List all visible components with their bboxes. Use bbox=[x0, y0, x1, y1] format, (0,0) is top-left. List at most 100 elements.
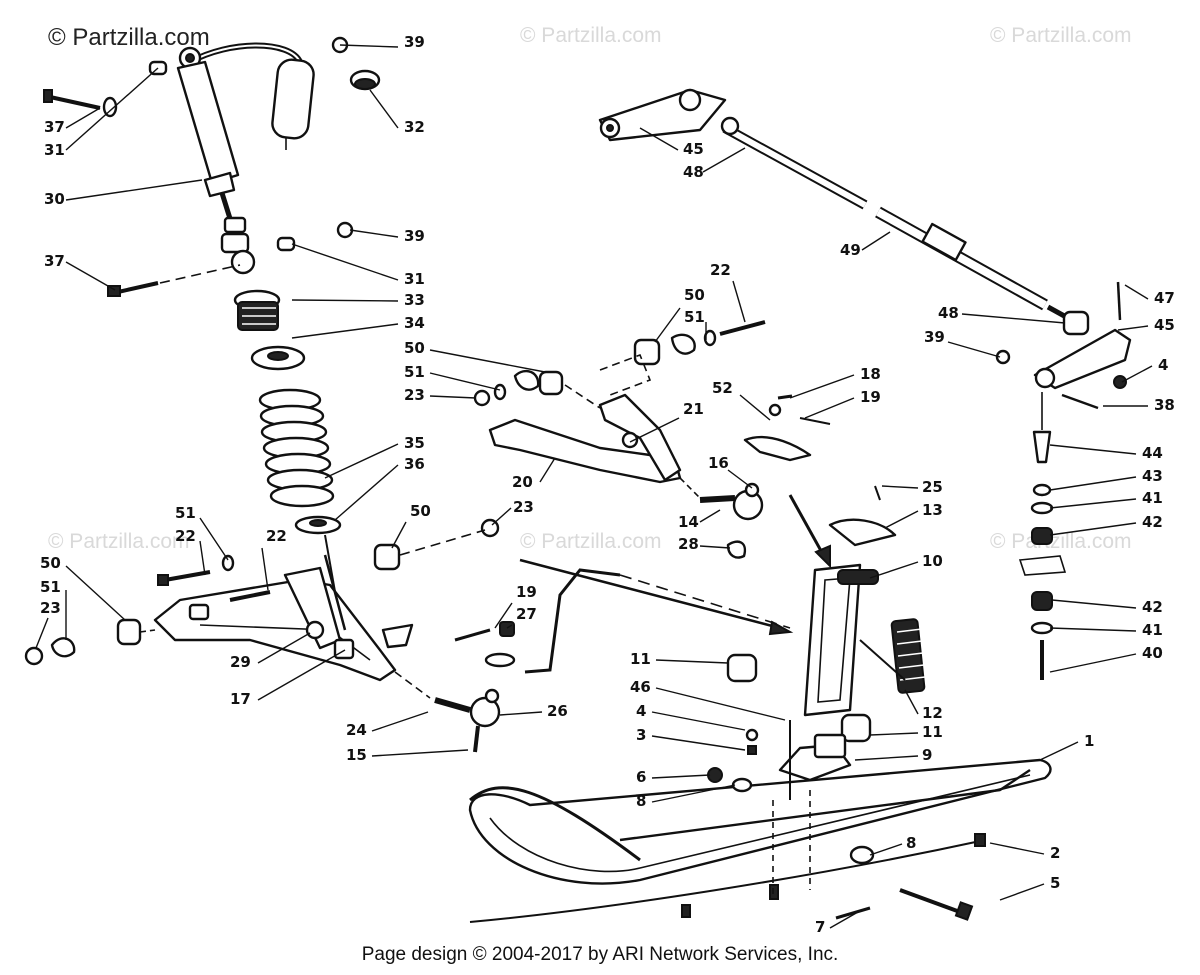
part-number-label: 32 bbox=[404, 118, 425, 136]
callout-49: 49 bbox=[840, 231, 891, 259]
leader-line bbox=[854, 755, 919, 761]
part-number-label: 25 bbox=[922, 478, 943, 496]
leader-line bbox=[261, 547, 269, 591]
leader-line bbox=[702, 147, 746, 173]
callout-8: 8 bbox=[636, 784, 736, 810]
part-number-label: 29 bbox=[230, 653, 251, 671]
part-number-label: 23 bbox=[513, 498, 534, 516]
callout-20: 20 bbox=[512, 457, 556, 491]
part-number-label: 17 bbox=[230, 690, 251, 708]
callout-30: 30 bbox=[44, 179, 203, 208]
leader-line bbox=[371, 711, 429, 732]
callout-33: 33 bbox=[291, 291, 425, 309]
part-number-label: 41 bbox=[1142, 489, 1163, 507]
callout-51: 51 bbox=[404, 363, 501, 391]
part-number-label: 8 bbox=[906, 834, 916, 852]
leader-line bbox=[869, 732, 919, 736]
leader-line bbox=[65, 179, 203, 201]
callout-34: 34 bbox=[291, 314, 425, 339]
leader-line bbox=[334, 464, 399, 521]
callout-35: 35 bbox=[324, 434, 425, 479]
callout-6: 6 bbox=[636, 768, 711, 786]
leader-line bbox=[369, 89, 399, 129]
part-number-label: 31 bbox=[44, 141, 65, 159]
part-number-label: 51 bbox=[404, 363, 425, 381]
leader-line bbox=[1049, 627, 1137, 632]
leader-line bbox=[199, 540, 206, 576]
part-number-label: 9 bbox=[922, 746, 932, 764]
callout-38: 38 bbox=[1103, 396, 1175, 414]
part-number-label: 34 bbox=[404, 314, 425, 332]
part-number-label: 42 bbox=[1142, 513, 1163, 531]
leader-line bbox=[1051, 599, 1137, 609]
callout-2: 2 bbox=[989, 842, 1060, 862]
callout-7: 7 bbox=[815, 911, 859, 936]
callout-36: 36 bbox=[334, 455, 425, 521]
part-number-label: 39 bbox=[404, 227, 425, 245]
part-number-label: 19 bbox=[516, 583, 537, 601]
part-number-label: 37 bbox=[44, 118, 65, 136]
part-number-label: 36 bbox=[404, 455, 425, 473]
watermark: © Partzilla.com bbox=[520, 530, 662, 553]
part-number-label: 50 bbox=[410, 502, 431, 520]
callout-50: 50 bbox=[404, 339, 546, 373]
callout-17: 17 bbox=[230, 649, 346, 708]
leader-line bbox=[291, 323, 399, 339]
callout-11: 11 bbox=[869, 723, 943, 741]
leader-line bbox=[199, 517, 229, 561]
callout-48: 48 bbox=[938, 304, 1066, 324]
callout-4: 4 bbox=[636, 702, 746, 731]
part-number-label: 14 bbox=[678, 513, 699, 531]
leader-line bbox=[1121, 365, 1153, 383]
leader-line bbox=[732, 280, 746, 323]
callout-46: 46 bbox=[630, 678, 786, 721]
part-number-label: 10 bbox=[922, 552, 943, 570]
callout-23: 23 bbox=[404, 386, 477, 404]
leader-line bbox=[65, 107, 101, 129]
part-number-label: 4 bbox=[636, 702, 646, 720]
leader-line bbox=[655, 659, 729, 664]
leader-line bbox=[655, 687, 786, 721]
part-number-label: 20 bbox=[512, 473, 533, 491]
watermark: © Partzilla.com bbox=[990, 530, 1132, 553]
part-number-label: 46 bbox=[630, 678, 651, 696]
callout-37: 37 bbox=[44, 252, 116, 291]
part-number-label: 31 bbox=[404, 270, 425, 288]
callout-43: 43 bbox=[1049, 467, 1163, 491]
callout-3: 3 bbox=[636, 726, 746, 751]
callout-24: 24 bbox=[346, 711, 429, 739]
callout-42: 42 bbox=[1049, 513, 1163, 536]
leader-line bbox=[1049, 522, 1137, 536]
callout-39: 39 bbox=[339, 33, 425, 51]
callout-39: 39 bbox=[349, 227, 425, 245]
part-number-label: 45 bbox=[1154, 316, 1175, 334]
callout-41: 41 bbox=[1049, 489, 1163, 509]
part-number-label: 18 bbox=[860, 365, 881, 383]
part-number-label: 23 bbox=[404, 386, 425, 404]
leader-line bbox=[904, 689, 919, 715]
leader-line bbox=[651, 735, 746, 751]
part-number-label: 50 bbox=[404, 339, 425, 357]
callout-41: 41 bbox=[1049, 621, 1163, 639]
part-number-label: 1 bbox=[1084, 732, 1094, 750]
callout-28: 28 bbox=[678, 535, 731, 553]
part-number-label: 2 bbox=[1050, 844, 1060, 862]
leader-line bbox=[789, 374, 855, 399]
part-number-label: 6 bbox=[636, 768, 646, 786]
part-number-label: 8 bbox=[636, 792, 646, 810]
leader-line bbox=[1117, 325, 1149, 331]
part-number-label: 38 bbox=[1154, 396, 1175, 414]
callout-31: 31 bbox=[291, 243, 425, 288]
part-number-label: 52 bbox=[712, 379, 733, 397]
callout-8: 8 bbox=[869, 834, 916, 856]
part-number-label: 11 bbox=[630, 650, 651, 668]
part-number-label: 26 bbox=[547, 702, 568, 720]
callout-19: 19 bbox=[804, 388, 881, 419]
leader-line bbox=[65, 67, 159, 151]
callout-16: 16 bbox=[708, 454, 753, 489]
callout-1: 1 bbox=[1039, 732, 1094, 761]
callout-50: 50 bbox=[40, 554, 126, 621]
leader-line bbox=[639, 127, 679, 151]
leader-line bbox=[65, 261, 116, 291]
